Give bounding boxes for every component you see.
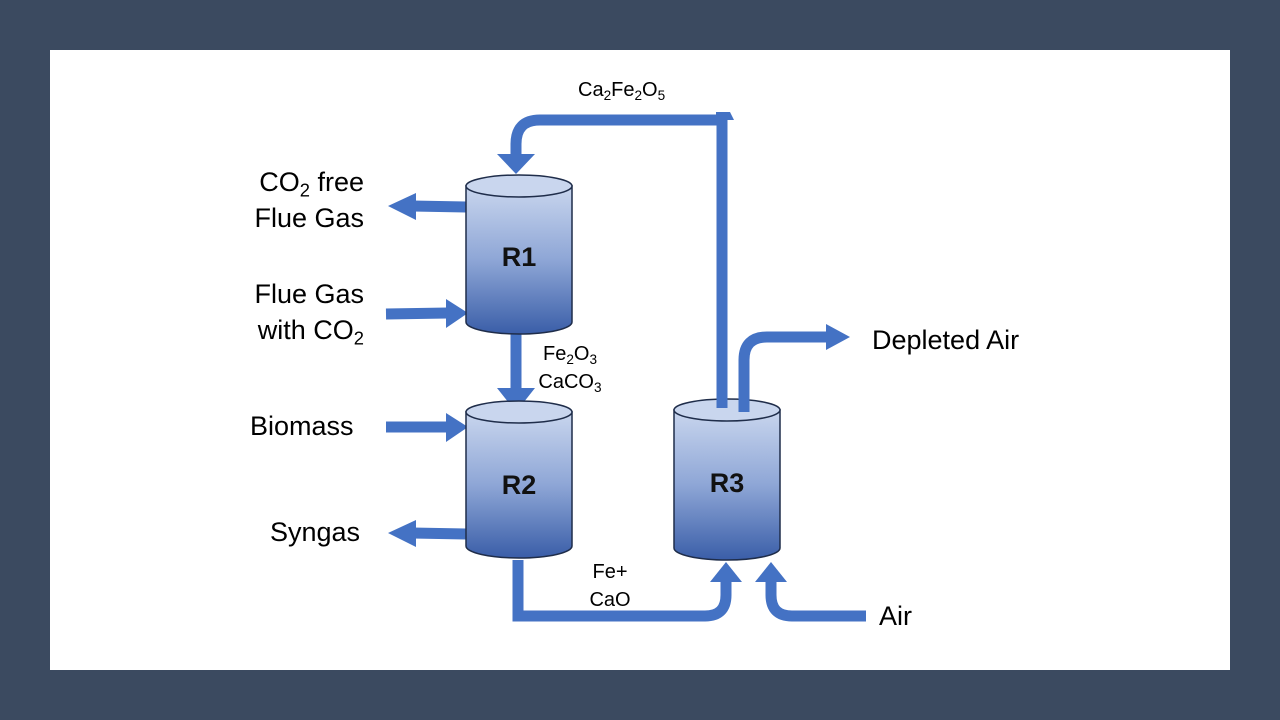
- arrowhead-co2-free: [388, 193, 416, 220]
- arrowhead-flue-in: [446, 299, 468, 328]
- label-depleted-air: Depleted Air: [872, 325, 1020, 355]
- reactor-r3-label: R3: [709, 468, 745, 498]
- stream-r3-to-r1-line: [510, 114, 728, 395]
- arrowhead-biomass: [446, 413, 468, 442]
- reactor-r1: [465, 174, 573, 335]
- reactor-r2: [465, 400, 573, 559]
- stream-flue-in-line: [385, 307, 449, 320]
- stream-r2-to-r3-line: [512, 560, 732, 622]
- label-air: Air: [879, 601, 912, 631]
- label-fe2o3-caco3: Fe2O3 CaCO3: [538, 343, 602, 396]
- arrowhead-syngas: [388, 520, 416, 547]
- slide: R1 R2 R3 Ca2Fe2O5 CO2 free Flue Gas Flue…: [50, 50, 1230, 670]
- stream-air-line: [765, 580, 866, 622]
- label-biomass: Biomass: [250, 411, 354, 441]
- reactor-r3: [673, 398, 781, 561]
- stream-syngas-line: [411, 527, 467, 540]
- label-syngas: Syngas: [270, 517, 361, 547]
- arrowhead-air: [755, 562, 787, 582]
- stream-co2-free-line: [411, 200, 467, 213]
- process-diagram: [385, 112, 866, 622]
- label-ca2fe2o5: Ca2Fe2O5: [578, 79, 666, 104]
- reactor-r2-label: R2: [501, 470, 537, 500]
- label-flue-gas-with-co2: Flue Gas with CO2: [254, 279, 364, 349]
- arrowhead-r1-to-r2: [497, 388, 535, 412]
- arrowhead-r1-top: [497, 154, 535, 174]
- reactor-r1-label: R1: [501, 242, 537, 272]
- arrowhead-depleted-air: [826, 324, 850, 350]
- label-co2-free-flue-gas: CO2 free Flue Gas: [254, 167, 364, 233]
- stream-depleted-air-line: [738, 331, 828, 408]
- label-fe-cao: Fe+ CaO: [589, 561, 631, 611]
- arrowhead-r2-to-r3: [710, 562, 742, 582]
- arrowhead-r3-top-corner: [716, 112, 734, 120]
